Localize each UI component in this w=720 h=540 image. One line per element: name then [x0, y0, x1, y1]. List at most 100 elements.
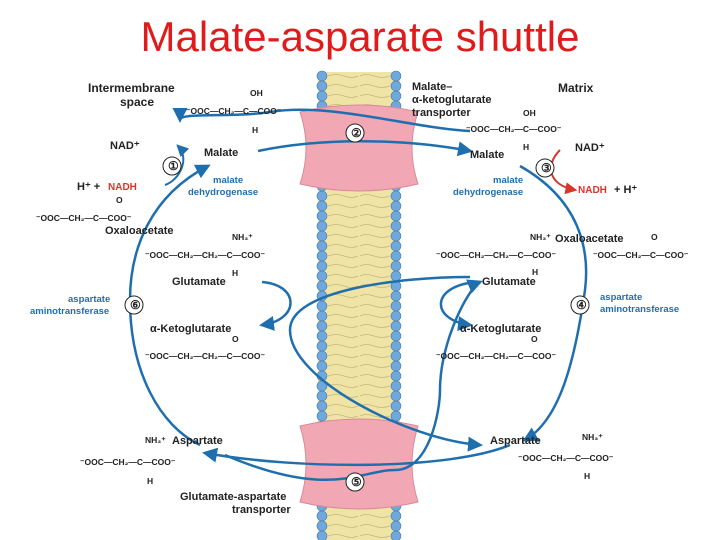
lipid-head: [390, 70, 402, 82]
lipid-head: [316, 350, 328, 362]
right-malate-oh: OH: [523, 108, 536, 118]
lipid-head: [390, 210, 402, 222]
intermembrane-space-label-1: Intermembrane: [88, 81, 175, 95]
lipid-head: [316, 70, 328, 82]
lipid-head: [316, 520, 328, 532]
step-3-marker: ③: [535, 158, 555, 178]
left-h-plus: H⁺ +: [77, 181, 100, 193]
intermembrane-space-label-2: space: [120, 95, 154, 109]
lipid-head: [390, 510, 402, 522]
lipid-tail: [327, 534, 391, 538]
lipid-head: [316, 330, 328, 342]
step-2-label: ②: [351, 126, 362, 140]
left-malate: Malate: [204, 147, 238, 159]
right-nadh: NADH: [578, 185, 607, 196]
right-malate-h: H: [523, 142, 529, 152]
right-ast-1: aspartate: [600, 292, 642, 303]
left-glu-nh3: NH₃⁺: [232, 232, 253, 242]
left-malate-structure: ⁻OOC—CH₂—C—COO⁻: [186, 106, 282, 116]
right-plus-h: + H⁺: [614, 184, 637, 196]
lipid-tail: [327, 314, 391, 318]
lipid-head: [390, 390, 402, 402]
lipid-head: [316, 260, 328, 272]
lipid-head: [390, 350, 402, 362]
lipid-tail: [327, 194, 391, 198]
right-akg: α-Ketoglutarate: [460, 323, 541, 335]
lipid-head: [390, 340, 402, 352]
step-5-marker: ⑤: [345, 472, 365, 492]
lipid-head: [316, 530, 328, 540]
right-malate-structure: ⁻OOC—CH₂—C—COO⁻: [466, 124, 562, 134]
step-3-label: ③: [541, 161, 552, 175]
lipid-head: [390, 370, 402, 382]
left-malate-h: H: [252, 125, 258, 135]
lipid-head: [316, 510, 328, 522]
left-asp-h: H: [147, 476, 153, 486]
right-oxaloacetate: Oxaloacetate: [555, 233, 623, 245]
left-transamination-arrow: [259, 280, 292, 331]
lipid-head: [316, 90, 328, 102]
lipid-head: [316, 390, 328, 402]
lipid-head: [390, 310, 402, 322]
right-asp-h: H: [584, 471, 590, 481]
lipid-tail: [327, 384, 391, 388]
lipid-tail: [327, 334, 391, 338]
left-nad-plus: NAD⁺: [110, 140, 140, 152]
left-glutamate: Glutamate: [172, 276, 226, 288]
left-asp-structure: ⁻OOC—CH₂—C—COO⁻: [80, 457, 176, 467]
lipid-head: [390, 270, 402, 282]
lipid-head: [390, 220, 402, 232]
lipid-tail: [327, 304, 391, 308]
glutamate-loop-arrow: [288, 275, 483, 452]
right-aspartate: Aspartate: [490, 435, 541, 447]
lipid-head: [316, 360, 328, 372]
left-asp-nh3: NH₃⁺: [145, 435, 166, 445]
step-5-label: ⑤: [351, 475, 362, 489]
step-2-marker: ②: [345, 123, 365, 143]
right-nadh-arrow: [550, 149, 578, 195]
left-mdh-2: dehydrogenase: [188, 187, 258, 198]
lipid-tail: [327, 264, 391, 268]
right-mdh-1: malate: [493, 175, 523, 186]
lipid-tail: [327, 364, 391, 368]
right-asp-nh3: NH₃⁺: [582, 432, 603, 442]
lipid-head: [390, 320, 402, 332]
lipid-head: [316, 240, 328, 252]
lipid-head: [390, 300, 402, 312]
lipid-head: [316, 340, 328, 352]
lipid-head: [316, 210, 328, 222]
transporter-label-1: Malate–: [412, 81, 452, 93]
step-6-marker: ⑥: [124, 295, 144, 315]
right-glu-h: H: [532, 267, 538, 277]
step-6-label: ⑥: [130, 298, 141, 312]
lipid-head: [390, 410, 402, 422]
left-glu-h: H: [232, 268, 238, 278]
lipid-tail: [327, 344, 391, 348]
right-glutamate: Glutamate: [482, 276, 536, 288]
lipid-head: [316, 310, 328, 322]
lipid-head: [316, 250, 328, 262]
lipid-head: [390, 250, 402, 262]
lipid-head: [390, 190, 402, 202]
lipid-tail: [327, 94, 391, 98]
lipid-head: [316, 190, 328, 202]
left-ast-1: aspartate: [68, 294, 110, 305]
lipid-head: [390, 240, 402, 252]
lipid-head: [316, 220, 328, 232]
malate-transport-arrow: [257, 140, 473, 157]
lipid-head: [390, 80, 402, 92]
right-akg-structure: ⁻OOC—CH₂—CH₂—C—COO⁻: [436, 351, 556, 361]
right-oxalo-o: O: [651, 232, 658, 242]
lipid-head: [316, 410, 328, 422]
lipid-tail: [327, 404, 391, 408]
lipid-head: [390, 400, 402, 412]
right-transamination-arrow: [439, 280, 479, 331]
matrix-cycle-arrow: [519, 164, 588, 442]
lipid-tail: [327, 204, 391, 208]
lipid-tail: [327, 354, 391, 358]
right-ast-2: aminotransferase: [600, 304, 679, 315]
lipid-tail: [327, 244, 391, 248]
akg-export-arrow: [172, 107, 471, 133]
lipid-head: [390, 90, 402, 102]
